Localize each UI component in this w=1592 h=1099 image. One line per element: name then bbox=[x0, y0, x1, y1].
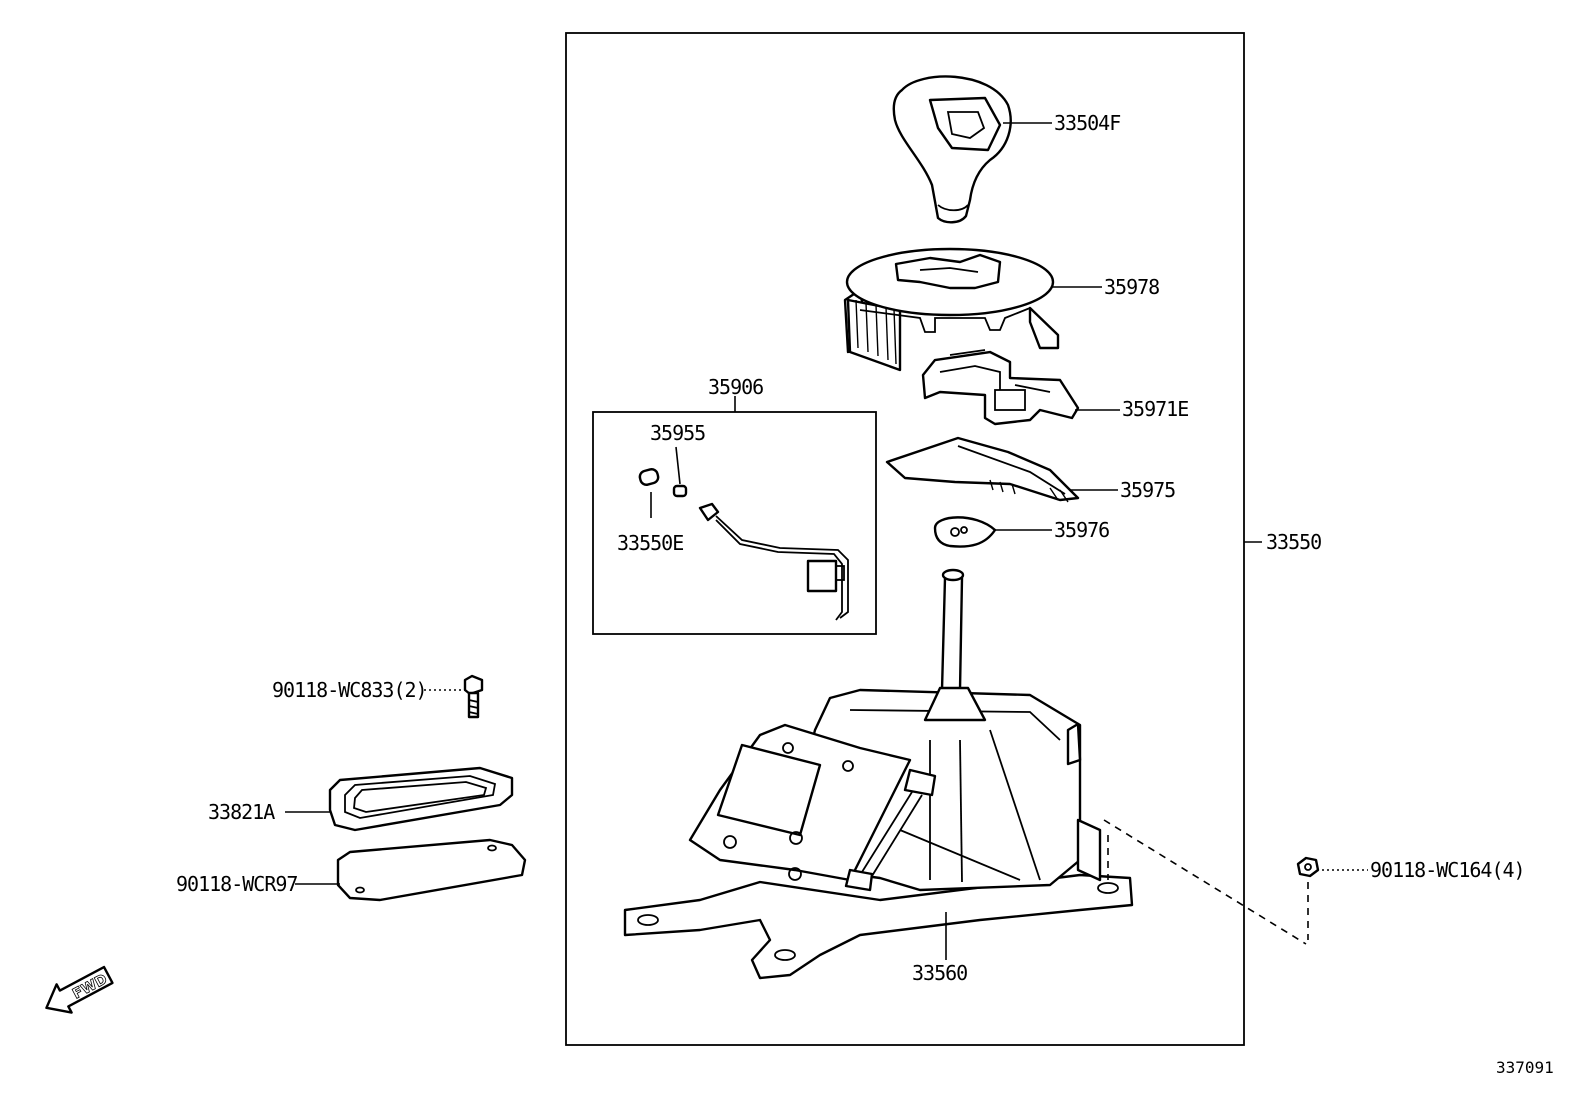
label-90118-WCR97: 90118-WCR97 bbox=[176, 872, 297, 896]
slide-cover-35975 bbox=[885, 436, 1080, 503]
label-33560: 33560 bbox=[912, 961, 967, 985]
label-33550E: 33550E bbox=[617, 531, 683, 555]
bolt-90118-WC833 bbox=[463, 674, 484, 719]
plate-35976 bbox=[933, 516, 997, 548]
catalog-number: 337091 bbox=[1496, 1058, 1554, 1077]
label-35955: 35955 bbox=[650, 421, 705, 445]
gasket-33821A bbox=[328, 766, 514, 832]
assembly-frame bbox=[565, 32, 1245, 1046]
label-90118-WC833: 90118-WC833(2) bbox=[272, 678, 427, 702]
shift-knob-33504F bbox=[892, 75, 1012, 224]
sub-assembly-box-35906 bbox=[592, 411, 877, 635]
label-90118-WC164: 90118-WC164(4) bbox=[1370, 858, 1525, 882]
label-35975: 35975 bbox=[1120, 478, 1175, 502]
indicator-housing-35971E bbox=[921, 349, 1080, 426]
harness-assembly-35906 bbox=[638, 446, 849, 621]
shift-lever-base-33560 bbox=[623, 568, 1134, 980]
cover-plate-90118-WCR97 bbox=[336, 838, 527, 902]
label-35978: 35978 bbox=[1104, 275, 1159, 299]
label-33550: 33550 bbox=[1266, 530, 1321, 554]
shift-plate-35978 bbox=[843, 247, 1060, 372]
label-33504F: 33504F bbox=[1054, 111, 1120, 135]
fwd-arrow-icon: FWD bbox=[45, 965, 114, 1014]
label-35976: 35976 bbox=[1054, 518, 1109, 542]
nut-90118-WC164 bbox=[1296, 856, 1320, 878]
label-35906: 35906 bbox=[708, 375, 763, 399]
label-35971E: 35971E bbox=[1122, 397, 1188, 421]
label-33821A: 33821A bbox=[208, 800, 275, 824]
